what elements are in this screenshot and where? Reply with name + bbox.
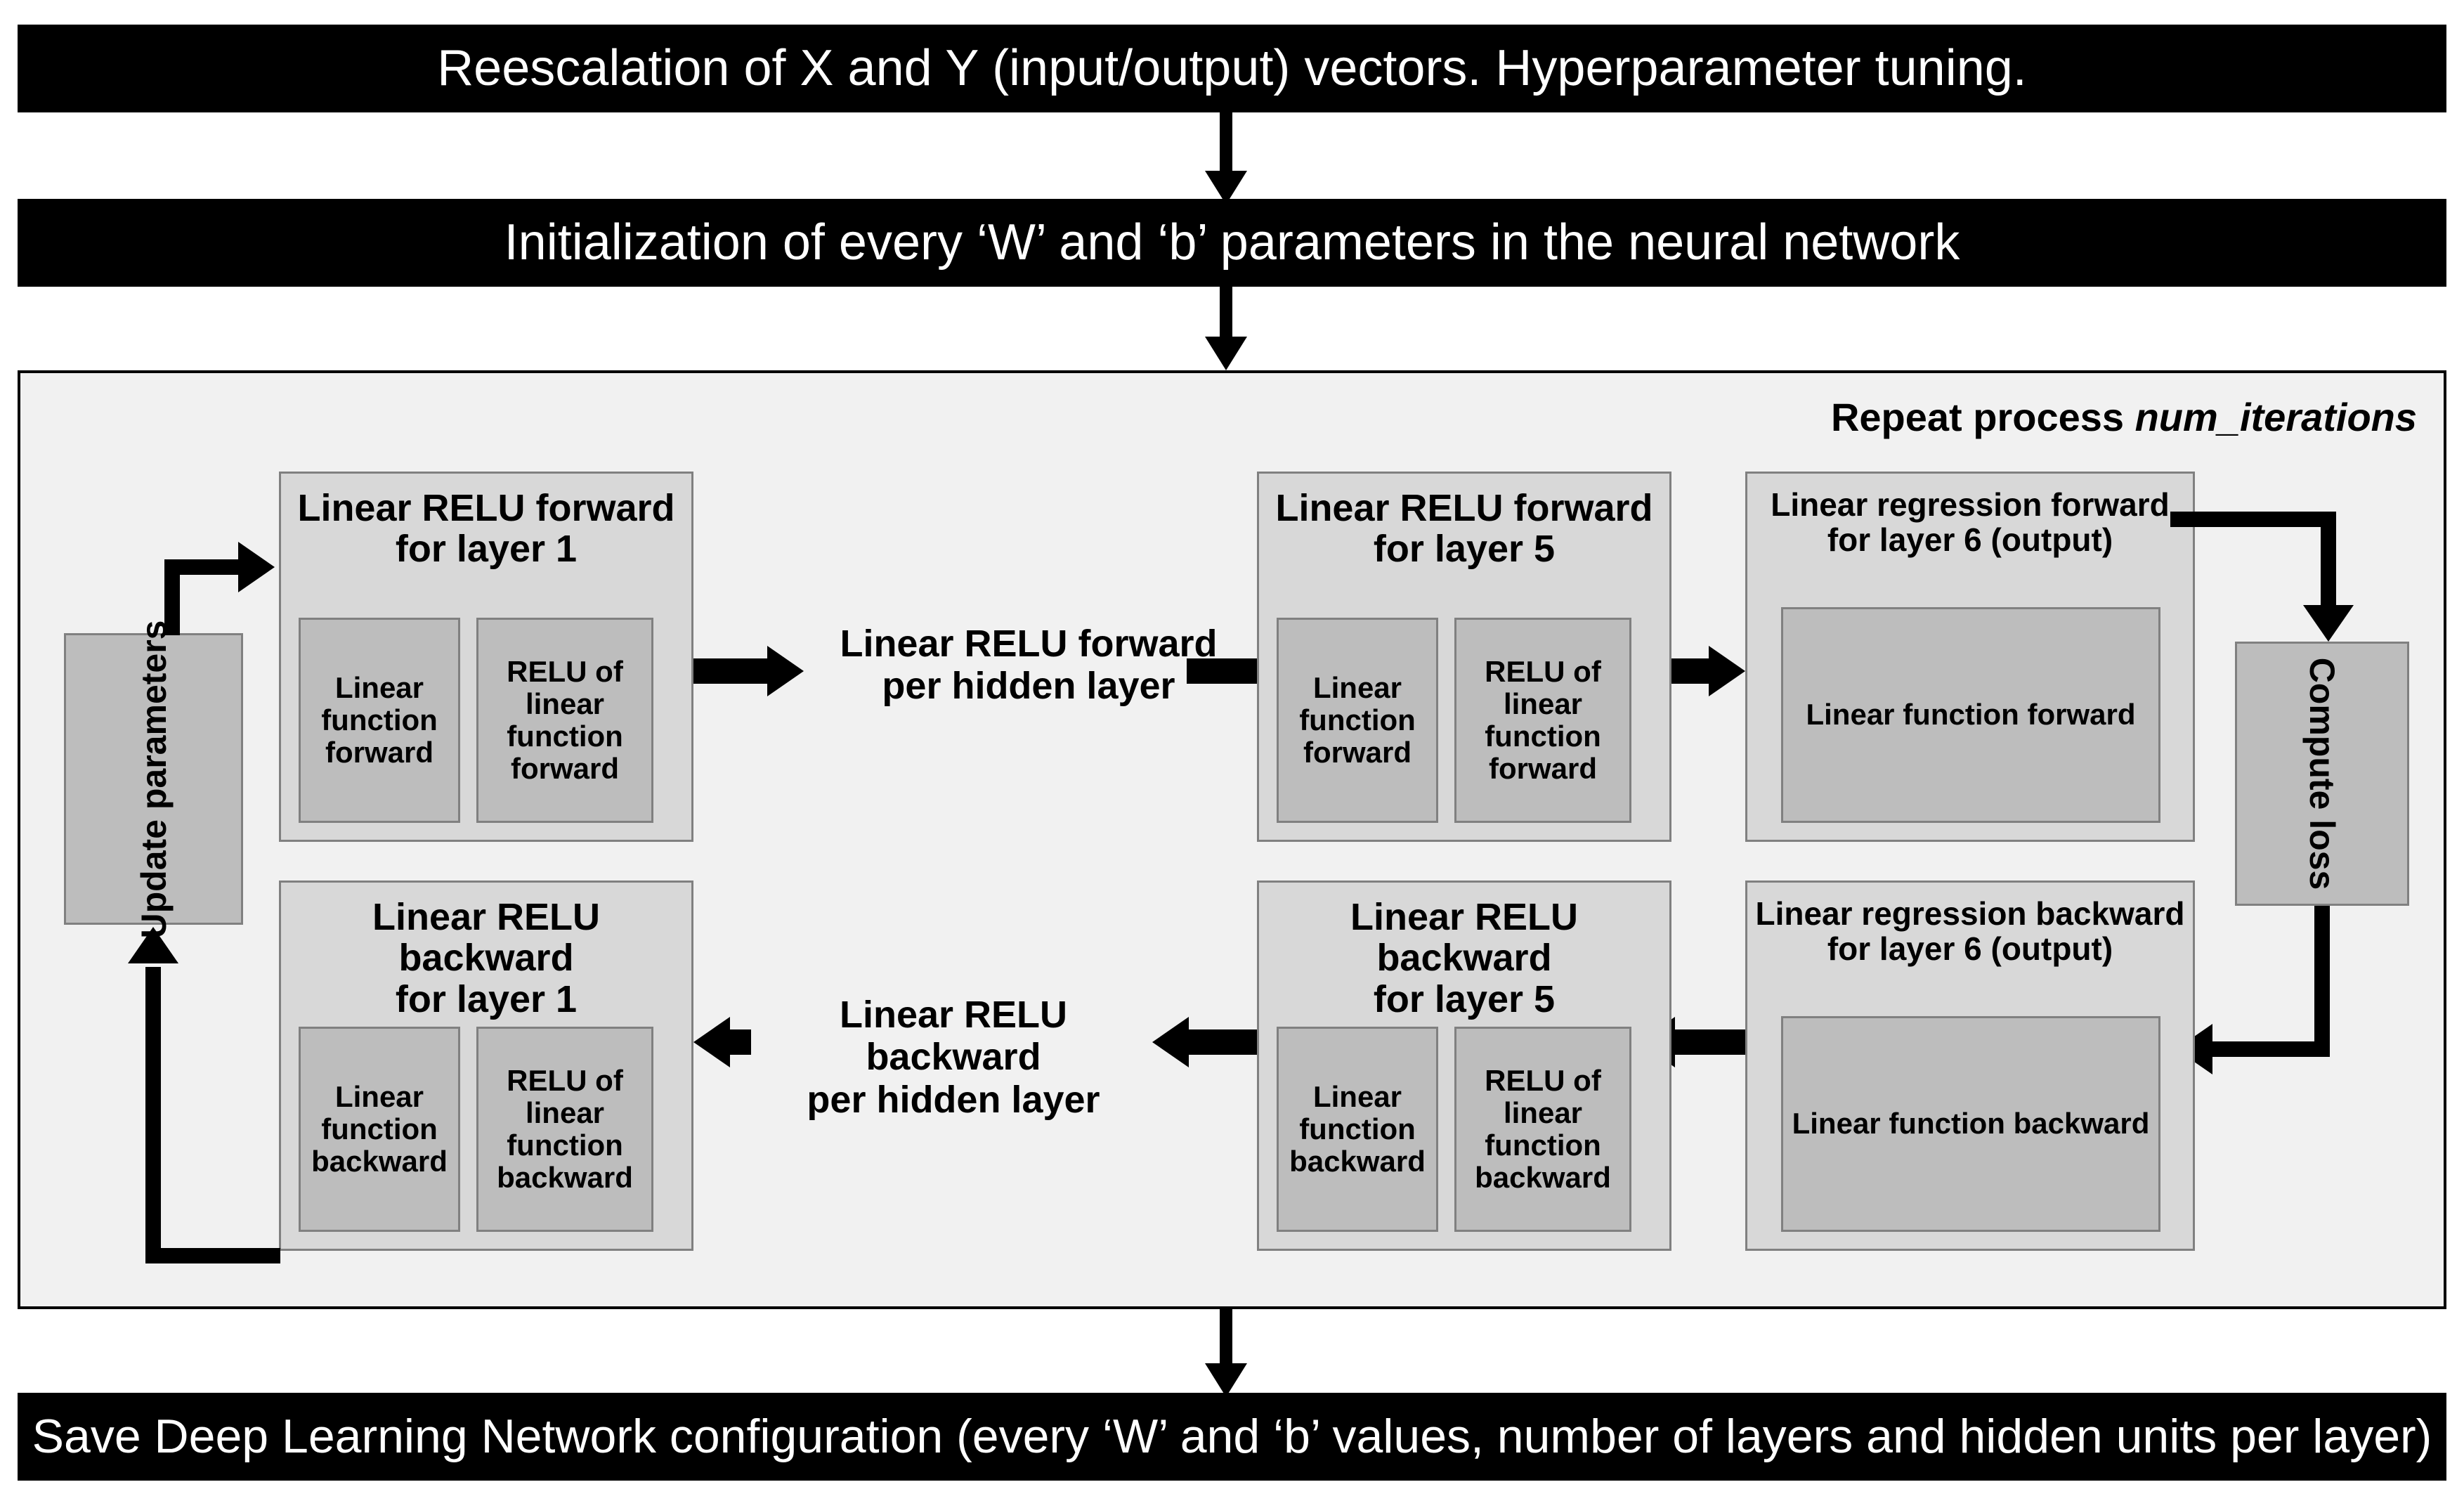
forward-layer6-title: Linear regression forward for layer 6 (o… [1753,486,2187,558]
linear-regression-backward-layer6-box[interactable]: Linear regression backward for layer 6 (… [1745,881,2195,1251]
backward-layer5-title-line1: Linear RELU backward [1350,896,1579,980]
forward-layer1-title: Linear RELU forward for layer 1 [287,488,686,570]
forward-layer6-title-line2: for layer 6 (output) [1827,521,2113,558]
backward-layer1-title-line1: Linear RELU backward [372,896,601,980]
arrow-head-fwd-l6-to-loss [2303,605,2354,642]
arrow-shaft-bwd-l1-to-update-v [145,967,161,1249]
repeat-process-label: Repeat process num_iterations [1831,394,2417,440]
arrow-shaft-fwd-hidden-to-l5 [1187,658,1264,684]
backward-layer6-title-line1: Linear regression backward [1755,895,2185,932]
arrow-shaft-loss-to-bwd-l6-h [2212,1041,2330,1057]
arrow-head-loop-to-save [1205,1363,1247,1397]
linear-regression-forward-layer6-box[interactable]: Linear regression forward for layer 6 (o… [1745,472,2195,842]
arrow-shaft-bwd-l1-to-update-h [145,1248,280,1263]
arrow-shaft-loss-to-bwd-l6-v [2314,906,2330,1057]
update-parameters-label: Update parameters [133,620,174,938]
linear-relu-forward-layer1-box[interactable]: Linear RELU forward for layer 1 Linear f… [279,472,693,842]
backward-layer1-linear-function-box[interactable]: Linear function backward [299,1027,460,1232]
linear-relu-backward-layer5-box[interactable]: Linear RELU backward for layer 5 Linear … [1257,881,1671,1251]
forward-layer1-linear-function-box[interactable]: Linear function forward [299,618,460,823]
forward-layer5-title: Linear RELU forward for layer 5 [1265,488,1664,570]
arrow-shaft-update-to-fwd-l1-h [164,559,240,575]
backward-layer5-relu-box[interactable]: RELU of linear function backward [1454,1027,1631,1232]
backward-layer5-title: Linear RELU backward for layer 5 [1265,897,1664,1020]
forward-layer5-title-line2: for layer 5 [1373,528,1556,571]
forward-layer6-linear-function-box[interactable]: Linear function forward [1781,607,2160,823]
arrow-head-bwd-hidden-to-l1 [693,1017,730,1067]
arrow-head-update-to-fwd-l1 [238,542,275,592]
forward-layer5-linear-function-box[interactable]: Linear function forward [1277,618,1438,823]
linear-relu-forward-layer5-box[interactable]: Linear RELU forward for layer 5 Linear f… [1257,472,1671,842]
backward-layer1-relu-box[interactable]: RELU of linear function backward [476,1027,653,1232]
backward-layer6-title: Linear regression backward for layer 6 (… [1753,895,2187,967]
compute-loss-label: Compute loss [2302,657,2342,890]
backward-layer1-title: Linear RELU backward for layer 1 [287,897,686,1020]
forward-layer5-linear-function-label: Linear function forward [1299,670,1416,769]
forward-layer5-title-line1: Linear RELU forward [1275,487,1653,529]
num-iterations-variable: num_iterations [2134,395,2417,439]
linear-relu-backward-layer1-box[interactable]: Linear RELU backward for layer 1 Linear … [279,881,693,1251]
forward-layer1-title-line1: Linear RELU forward [297,487,675,529]
forward-layer1-linear-function-label: Linear function forward [321,670,438,769]
backward-connector-line1: Linear RELU backward [839,994,1068,1079]
forward-connector-line1: Linear RELU forward [840,623,1218,665]
forward-layer5-relu-box[interactable]: RELU of linear function forward [1454,618,1631,823]
compute-loss-box[interactable]: Compute loss [2235,642,2409,906]
arrow-shaft-top-to-init [1220,112,1232,176]
arrow-shaft-loop-to-save [1220,1309,1232,1372]
arrow-shaft-fwd-l5-to-l6 [1671,658,1712,684]
backward-hidden-layer-connector-text: Linear RELU backward per hidden layer [757,994,1150,1121]
forward-layer1-title-line2: for layer 1 [395,528,578,571]
backward-layer6-title-line2: for layer 6 (output) [1827,930,2113,967]
arrow-shaft-fwd-l6-to-loss-h [2170,512,2336,527]
reescalation-banner: Reescalation of X and Y (input/output) v… [18,25,2446,112]
update-parameters-box[interactable]: Update parameters [64,620,243,938]
arrow-head-init-to-loop [1205,337,1247,370]
repeat-process-text: Repeat process [1830,395,2135,439]
arrow-head-fwd-l1-to-hidden [767,646,804,696]
forward-layer5-relu-label: RELU of linear function forward [1485,654,1601,786]
arrow-head-fwd-l5-to-l6 [1709,646,1745,696]
save-configuration-banner: Save Deep Learning Network configuration… [18,1393,2446,1481]
backward-layer1-relu-label: RELU of linear function backward [497,1063,633,1195]
training-loop-container: Repeat process num_iterations Update par… [18,370,2446,1309]
forward-hidden-layer-connector-text: Linear RELU forward per hidden layer [814,623,1243,708]
forward-layer6-title-line1: Linear regression forward [1771,486,2170,523]
backward-layer6-linear-function-label: Linear function backward [1792,1107,2150,1141]
backward-layer5-title-line2: for layer 5 [1373,977,1556,1020]
forward-connector-line2: per hidden layer [882,665,1175,708]
backward-layer1-linear-function-label: Linear function backward [311,1079,448,1178]
backward-layer1-title-line2: for layer 1 [395,977,578,1020]
arrow-shaft-init-to-loop [1220,287,1232,342]
arrow-shaft-fwd-l6-to-loss-v [2321,512,2336,610]
forward-layer1-relu-label: RELU of linear function forward [507,654,623,786]
backward-layer5-linear-function-box[interactable]: Linear function backward [1277,1027,1438,1232]
backward-connector-line2: per hidden layer [807,1078,1100,1121]
arrow-shaft-update-to-fwd-l1-v [164,559,180,635]
arrow-shaft-bwd-l6-to-l5 [1675,1029,1745,1055]
backward-layer5-relu-label: RELU of linear function backward [1475,1063,1611,1195]
arrow-head-bwd-l5-to-hidden [1152,1017,1189,1067]
arrow-head-bwd-l1-to-update [128,927,178,963]
arrow-shaft-fwd-l1-to-hidden [693,658,771,684]
backward-layer6-linear-function-box[interactable]: Linear function backward [1781,1016,2160,1232]
arrow-shaft-bwd-hidden-to-l1 [730,1029,751,1055]
arrow-shaft-bwd-l5-to-hidden [1189,1029,1257,1055]
backward-layer5-linear-function-label: Linear function backward [1289,1079,1426,1178]
forward-layer6-linear-function-label: Linear function forward [1806,698,2136,732]
initialization-banner: Initialization of every ‘W’ and ‘b’ para… [18,199,2446,287]
forward-layer1-relu-box[interactable]: RELU of linear function forward [476,618,653,823]
